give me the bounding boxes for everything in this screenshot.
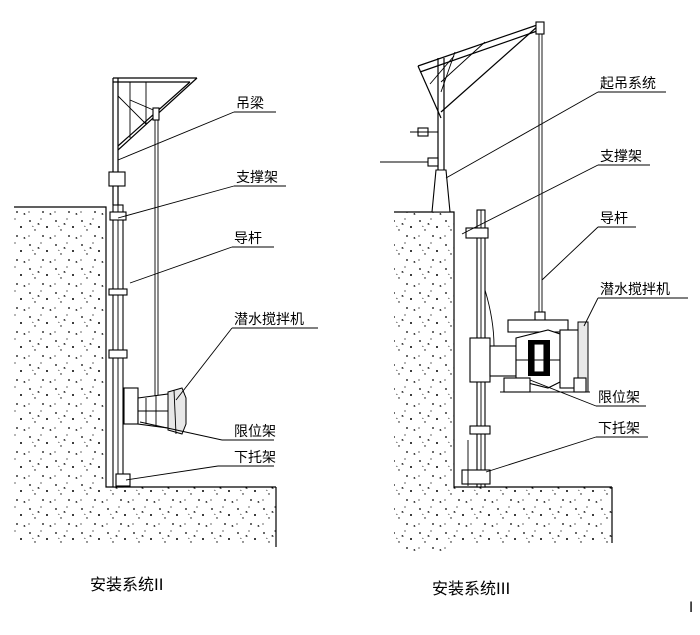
left-label-limit: 限位架: [234, 424, 276, 440]
left-pit-wall: [14, 206, 277, 547]
right-label-limit: 限位架: [598, 390, 640, 406]
right-hoist-jib: [417, 21, 546, 323]
right-label-mixer: 潜水搅拌机: [600, 282, 670, 298]
left-label-bottom: 下托架: [234, 450, 276, 466]
right-caption: 安装系统III: [432, 579, 510, 598]
left-label-beam: 吊梁: [236, 96, 264, 112]
left-mixer-body: [123, 387, 187, 435]
corner-mark: I: [689, 600, 693, 616]
left-leaders: [117, 111, 318, 481]
right-mixer-body: [469, 289, 590, 393]
left-system: 吊梁 支撑架 导杆 潜水搅拌机 限位架 下托架 安装系统II: [14, 77, 318, 594]
right-system: 起吊系统 支撑架 导杆 潜水搅拌机 限位架 下托架 安装系统III: [380, 21, 688, 598]
left-label-mixer: 潜水搅拌机: [234, 312, 304, 328]
left-crane-beam: [108, 77, 198, 396]
right-label-support: 支撑架: [600, 149, 642, 165]
right-label-bottom: 下托架: [598, 421, 640, 437]
right-hoist-post: [380, 58, 451, 213]
right-leaders: [445, 91, 688, 473]
right-pit-wall: [394, 211, 613, 552]
left-guide-rail: [108, 204, 131, 488]
left-caption: 安装系统II: [90, 575, 163, 594]
left-label-support: 支撑架: [236, 170, 278, 186]
right-label-hoist: 起吊系统: [600, 76, 656, 92]
left-label-guide: 导杆: [234, 231, 262, 247]
right-label-guide: 导杆: [600, 211, 628, 227]
